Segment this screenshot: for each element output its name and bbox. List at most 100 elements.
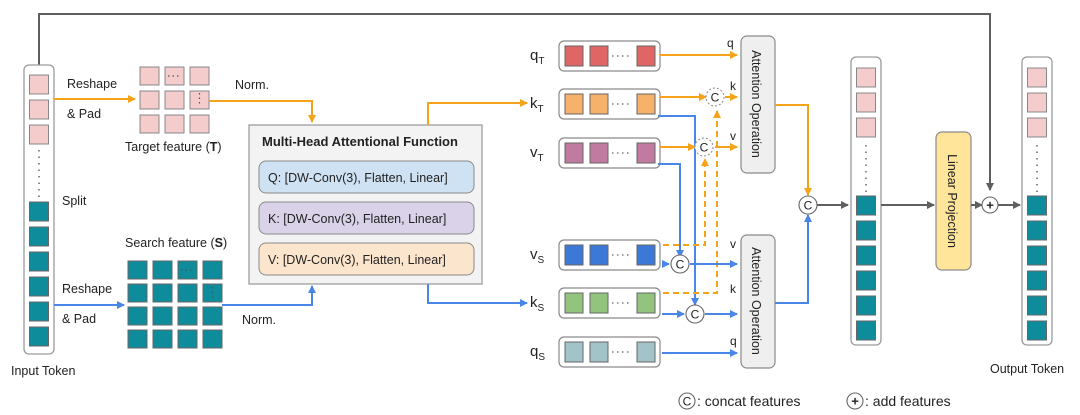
search-feature-cell (152, 260, 173, 280)
multi-head-attentional-function: Multi-Head Attentional Function Q: [DW-C… (248, 124, 483, 285)
vs-to-vt-concat-dashed (663, 158, 709, 246)
port-k-top: k (730, 79, 737, 93)
target-token-cell (1027, 92, 1047, 113)
token-cell (636, 142, 656, 164)
search-feature-cell (152, 306, 173, 326)
add-node: + (981, 196, 999, 214)
output-token-label: Output Token (990, 362, 1064, 376)
token-cell (589, 45, 609, 67)
input-token-label: Input Token (11, 364, 75, 378)
token-cell (636, 341, 656, 363)
pad-label-bottom: & Pad (62, 312, 96, 326)
search-token-cell (29, 201, 49, 222)
token-label: kT (530, 95, 544, 115)
token-cell (564, 292, 584, 314)
port-k-bottom: k (730, 282, 737, 296)
svg-text:Attention Operation: Attention Operation (749, 247, 763, 355)
attention-bottom-output (775, 214, 812, 304)
token-row-frame (558, 239, 661, 271)
token-label: qS (530, 343, 545, 363)
token-row-vs: vS (530, 239, 661, 271)
port-v-top: v (730, 129, 736, 143)
port-v-bottom: v (730, 237, 736, 251)
split-label: Split (62, 194, 87, 208)
mhaf-to-ks-arrow (427, 284, 528, 307)
reshape-label-bottom: Reshape (62, 282, 112, 296)
search-token-cell (29, 326, 49, 347)
norm-arrow-target (209, 100, 316, 123)
target-token-cell (1027, 117, 1047, 138)
svg-text:C: C (676, 258, 685, 272)
target-feature-cell (189, 66, 210, 86)
token-label: vT (530, 144, 544, 164)
concat-kt: C (705, 87, 725, 107)
mhaf-row-q: Q: [DW-Conv(3), Flatten, Linear] (268, 171, 448, 185)
token-row-frame (558, 287, 661, 319)
search-token-cell (856, 270, 876, 291)
token-row-vt: vT (530, 137, 661, 169)
search-token-cell (1027, 195, 1047, 216)
token-row-qt: qT (530, 40, 661, 72)
token-cell (636, 244, 656, 266)
target-feature-cell (189, 114, 210, 134)
search-token-cell (856, 245, 876, 266)
token-cell (636, 45, 656, 67)
token-row-kt: kT (530, 88, 661, 120)
reshape-label-top: Reshape (67, 77, 117, 91)
search-token-cell (1027, 245, 1047, 266)
concat-output: C (798, 195, 818, 215)
linear-projection: Linear Projection (935, 131, 972, 271)
search-feature-cell (202, 260, 223, 280)
token-cell (564, 244, 584, 266)
token-cell (564, 142, 584, 164)
svg-text:C: C (804, 199, 813, 213)
search-feature-cell (152, 329, 173, 349)
search-feature-cell (127, 283, 148, 303)
search-token-cell (29, 301, 49, 322)
token-cell (564, 341, 584, 363)
mhaf-title: Multi-Head Attentional Function (262, 134, 458, 149)
kt-to-ks-concat-line (658, 115, 699, 306)
svg-text:+: + (986, 198, 994, 213)
search-token-cell (29, 226, 49, 247)
target-feature-cell (139, 66, 160, 86)
target-token-cell (29, 74, 49, 95)
target-feature-grid (139, 66, 210, 134)
target-token-cell (29, 99, 49, 120)
target-feature-cell (139, 90, 160, 110)
concatenated-token-column (850, 56, 882, 346)
target-feature-cell (164, 90, 185, 110)
search-token-cell (1027, 320, 1047, 341)
norm-label-top: Norm. (235, 78, 269, 92)
svg-text:Attention Operation: Attention Operation (749, 50, 763, 158)
search-feature-cell (127, 329, 148, 349)
legend-concat: C : concat features (678, 392, 801, 410)
concat-vs: C (670, 254, 690, 274)
svg-text:Linear Projection: Linear Projection (945, 154, 959, 248)
svg-text:C: C (711, 91, 720, 105)
target-feature-cell (164, 114, 185, 134)
search-feature-cell (202, 329, 223, 349)
target-token-cell (856, 117, 876, 138)
target-feature-cell (139, 114, 160, 134)
token-cell (589, 142, 609, 164)
search-feature-label: Search feature (S) (125, 236, 227, 250)
search-feature-cell (177, 329, 198, 349)
search-feature-cell (177, 306, 198, 326)
search-feature-grid (127, 260, 223, 349)
skip-connection (38, 13, 994, 191)
target-token-cell (1027, 67, 1047, 88)
token-cell (589, 292, 609, 314)
pad-label-top: & Pad (67, 107, 101, 121)
port-q-bottom: q (730, 334, 737, 348)
target-feature-label: Target feature (T) (125, 140, 222, 154)
svg-text:+: + (851, 394, 859, 409)
target-feature-cell (164, 66, 185, 86)
token-label: qT (530, 47, 544, 67)
ks-to-kt-concat-dashed (663, 110, 721, 294)
token-cell (589, 244, 609, 266)
search-token-cell (856, 220, 876, 241)
token-row-qs: qS (530, 336, 661, 368)
token-cell (589, 341, 609, 363)
